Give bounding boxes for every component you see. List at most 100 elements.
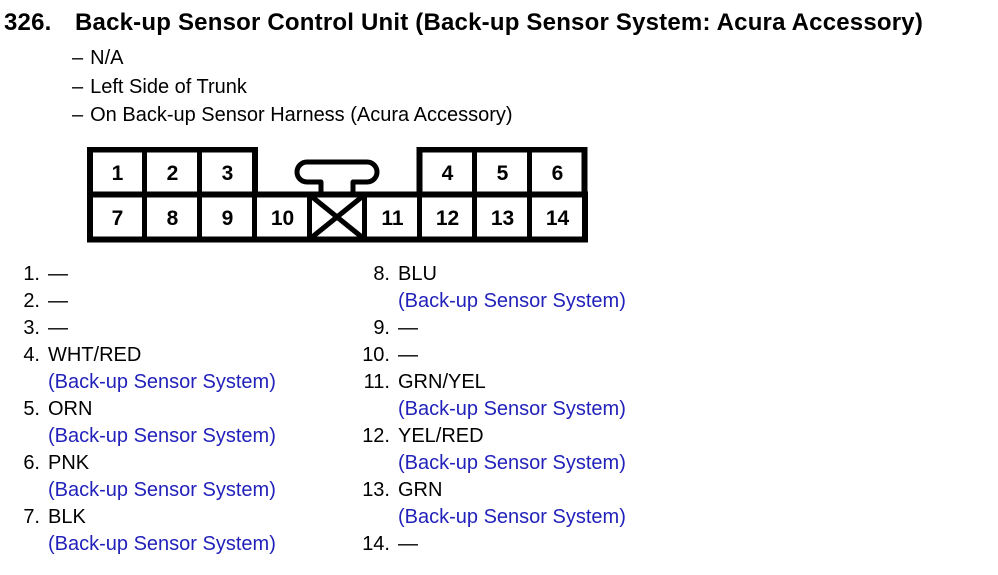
pin-system-link[interactable]: (Back-up Sensor System) xyxy=(398,506,626,528)
connector-svg: 1 2 3 4 5 6 7 8 9 10 11 12 13 14 xyxy=(87,147,588,243)
pin-row-4-system: (Back-up Sensor System) xyxy=(10,369,276,396)
pin-system-link[interactable]: (Back-up Sensor System) xyxy=(48,371,276,393)
cavity-5: 5 xyxy=(497,162,509,185)
pin-system-link[interactable]: (Back-up Sensor System) xyxy=(398,452,626,474)
pin-row-4: 4. WHT/RED xyxy=(10,342,276,369)
pin-number-spacer xyxy=(10,531,40,558)
pin-wire-color: — xyxy=(48,263,68,285)
connector-key-tab-icon xyxy=(294,159,380,197)
pin-number: 14. xyxy=(362,533,390,555)
note-line-na: – N/A xyxy=(72,44,513,73)
pin-wire-color: BLU xyxy=(398,263,437,285)
cavity-12: 12 xyxy=(436,207,459,230)
pin-number: 13. xyxy=(362,479,390,501)
pin-list-right: 8. BLU (Back-up Sensor System) 9. — 10. … xyxy=(352,261,626,558)
pin-number-spacer xyxy=(352,450,390,477)
pin-row-10: 10. — xyxy=(352,342,626,369)
cavity-4: 4 xyxy=(442,162,454,185)
pin-row-1: 1. — xyxy=(10,261,276,288)
location-notes: – N/A – Left Side of Trunk – On Back-up … xyxy=(72,44,513,130)
pin-wire-color: — xyxy=(48,317,68,339)
cavity-6: 6 xyxy=(552,162,564,185)
pin-list-left: 1. — 2. — 3. — 4. WHT/RED (Back-up Senso… xyxy=(10,261,276,558)
pin-number-spacer xyxy=(352,504,390,531)
pin-wire-color: YEL/RED xyxy=(398,425,484,447)
pin-number: 4. xyxy=(23,344,40,366)
note-text: N/A xyxy=(90,47,124,69)
pin-row-8-system: (Back-up Sensor System) xyxy=(352,288,626,315)
pin-row-8: 8. BLU xyxy=(352,261,626,288)
pin-number-spacer xyxy=(352,288,390,315)
pin-number-spacer xyxy=(10,477,40,504)
pin-wire-color: ORN xyxy=(48,398,93,420)
page-title: Back-up Sensor Control Unit (Back-up Sen… xyxy=(75,9,924,36)
pin-row-11-system: (Back-up Sensor System) xyxy=(352,396,626,423)
pin-number: 2. xyxy=(23,290,40,312)
note-text: Left Side of Trunk xyxy=(90,75,247,98)
cavity-14: 14 xyxy=(546,207,570,230)
bottom-row-dividers xyxy=(142,194,532,240)
top-left-dividers xyxy=(142,149,202,195)
cavity-1: 1 xyxy=(112,162,124,185)
pin-number: 7. xyxy=(23,506,40,528)
top-left-block-outline xyxy=(87,147,258,198)
pin-number: 12. xyxy=(362,425,390,447)
top-right-dividers xyxy=(472,149,532,195)
pin-row-2: 2. — xyxy=(10,288,276,315)
pin-system-link[interactable]: (Back-up Sensor System) xyxy=(48,479,276,501)
top-right-block-outline xyxy=(416,147,588,198)
pin-wire-color: PNK xyxy=(48,452,90,474)
pin-row-5-system: (Back-up Sensor System) xyxy=(10,423,276,450)
bottom-row-outline xyxy=(87,191,588,243)
pin-row-7-system: (Back-up Sensor System) xyxy=(10,531,276,558)
pin-system-link[interactable]: (Back-up Sensor System) xyxy=(48,425,276,447)
pin-row-6-system: (Back-up Sensor System) xyxy=(10,477,276,504)
note-line-location: – Left Side of Trunk xyxy=(72,73,513,102)
dash-bullet: – xyxy=(72,47,84,69)
pin-system-link[interactable]: (Back-up Sensor System) xyxy=(398,398,626,420)
cavity-11: 11 xyxy=(381,207,404,230)
pin-row-3: 3. — xyxy=(10,315,276,342)
dash-bullet: – xyxy=(72,75,84,98)
pin-wire-color: — xyxy=(48,290,68,312)
cavity-8: 8 xyxy=(167,207,179,230)
pin-row-5: 5. ORN xyxy=(10,396,276,423)
cavity-3: 3 xyxy=(222,162,234,185)
pin-wire-color: BLK xyxy=(48,506,86,528)
pin-system-link[interactable]: (Back-up Sensor System) xyxy=(398,290,626,312)
pin-wire-color: — xyxy=(398,533,418,555)
pin-row-9: 9. — xyxy=(352,315,626,342)
pin-number: 11. xyxy=(363,371,390,393)
pin-wire-color: GRN/YEL xyxy=(398,371,486,393)
pin-row-13: 13. GRN xyxy=(352,477,626,504)
pin-row-12: 12. YEL/RED xyxy=(352,423,626,450)
pin-wire-color: — xyxy=(398,344,418,366)
pin-number-spacer xyxy=(352,396,390,423)
pin-number: 5. xyxy=(23,398,40,420)
pin-system-link[interactable]: (Back-up Sensor System) xyxy=(48,533,276,555)
pin-row-7: 7. BLK xyxy=(10,504,276,531)
pin-number: 1. xyxy=(23,263,40,285)
cavity-13: 13 xyxy=(491,207,514,230)
pin-number: 6. xyxy=(23,452,40,474)
pin-wire-color: WHT/RED xyxy=(48,344,142,366)
cavity-9: 9 xyxy=(222,207,234,230)
pin-number: 8. xyxy=(373,263,390,285)
pin-row-11: 11. GRN/YEL xyxy=(352,369,626,396)
cavity-7: 7 xyxy=(112,207,124,230)
pin-number-spacer xyxy=(10,369,40,396)
pin-row-12-system: (Back-up Sensor System) xyxy=(352,450,626,477)
pin-wire-color: GRN xyxy=(398,479,443,501)
cavity-2: 2 xyxy=(167,162,179,185)
pin-number: 3. xyxy=(23,317,40,339)
pin-row-6: 6. PNK xyxy=(10,450,276,477)
section-header: 326. Back-up Sensor Control Unit (Back-u… xyxy=(4,9,923,37)
note-line-harness: – On Back-up Sensor Harness (Acura Acces… xyxy=(72,101,513,130)
blocked-cavity-x-icon xyxy=(309,194,365,240)
pin-number: 9. xyxy=(373,317,390,339)
pin-number-spacer xyxy=(10,423,40,450)
pin-wire-color: — xyxy=(398,317,418,339)
connector-diagram: 1 2 3 4 5 6 7 8 9 10 11 12 13 14 xyxy=(87,147,588,243)
section-number: 326. xyxy=(4,9,52,36)
